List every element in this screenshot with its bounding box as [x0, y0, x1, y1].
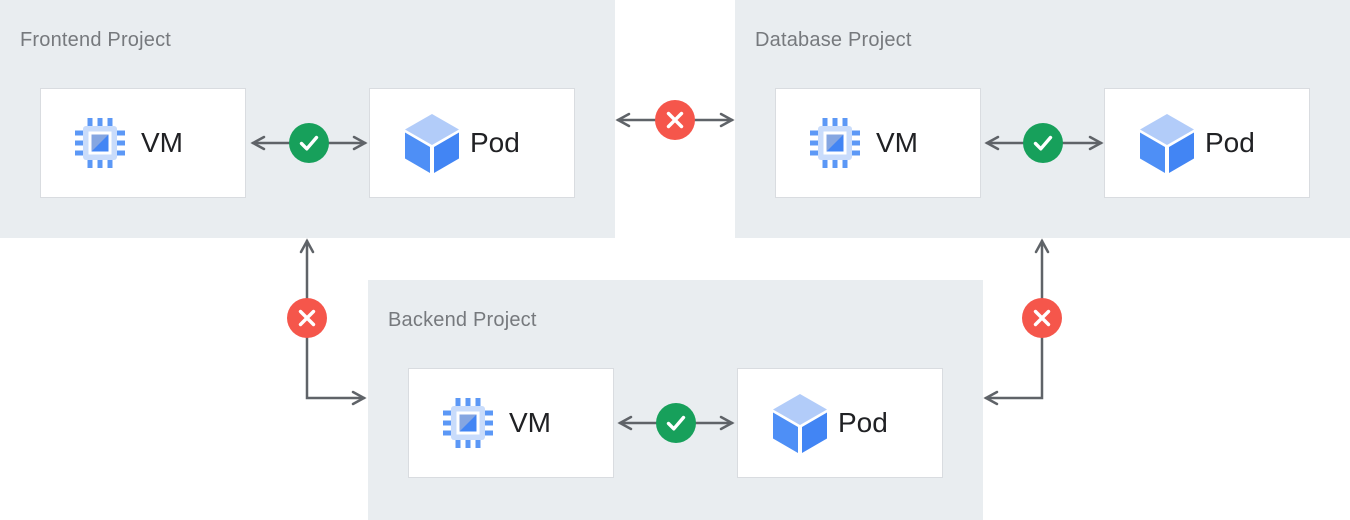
pod-cube-icon	[1138, 112, 1205, 174]
node-label: Pod	[1205, 127, 1255, 158]
check-icon	[1023, 123, 1063, 163]
project-label: Database Project	[755, 29, 912, 51]
node-label: VM	[876, 127, 918, 158]
vm-chip-icon	[809, 117, 876, 169]
node-card-database-vm: VM	[775, 88, 981, 198]
project-label: Frontend Project	[20, 29, 172, 51]
pod-cube-icon	[771, 392, 838, 454]
blocked-badge-frontend-backend	[287, 298, 327, 338]
vm-chip-icon	[74, 117, 141, 169]
x-icon	[1022, 298, 1062, 338]
blocked-badge-frontend-database	[655, 100, 695, 140]
vm-chip-icon	[442, 397, 509, 449]
node-label: Pod	[838, 407, 888, 438]
project-box-database: Database Project VM	[735, 0, 1350, 238]
pod-cube-icon	[403, 112, 470, 174]
node-card-frontend-vm: VM	[40, 88, 246, 198]
allowed-badge-frontend	[289, 123, 329, 163]
node-card-frontend-pod: Pod	[369, 88, 575, 198]
project-label: Backend Project	[388, 309, 537, 331]
x-icon	[655, 100, 695, 140]
node-card-backend-vm: VM	[408, 368, 614, 478]
allowed-badge-database	[1023, 123, 1063, 163]
blocked-badge-database-backend	[1022, 298, 1062, 338]
x-icon	[287, 298, 327, 338]
project-box-frontend: Frontend Project VM	[0, 0, 615, 238]
check-icon	[656, 403, 696, 443]
node-card-database-pod: Pod	[1104, 88, 1310, 198]
allowed-badge-backend	[656, 403, 696, 443]
check-icon	[289, 123, 329, 163]
node-card-backend-pod: Pod	[737, 368, 943, 478]
node-label: VM	[141, 127, 183, 158]
node-label: VM	[509, 407, 551, 438]
node-label: Pod	[470, 127, 520, 158]
project-box-backend: Backend Project VM	[368, 280, 983, 520]
